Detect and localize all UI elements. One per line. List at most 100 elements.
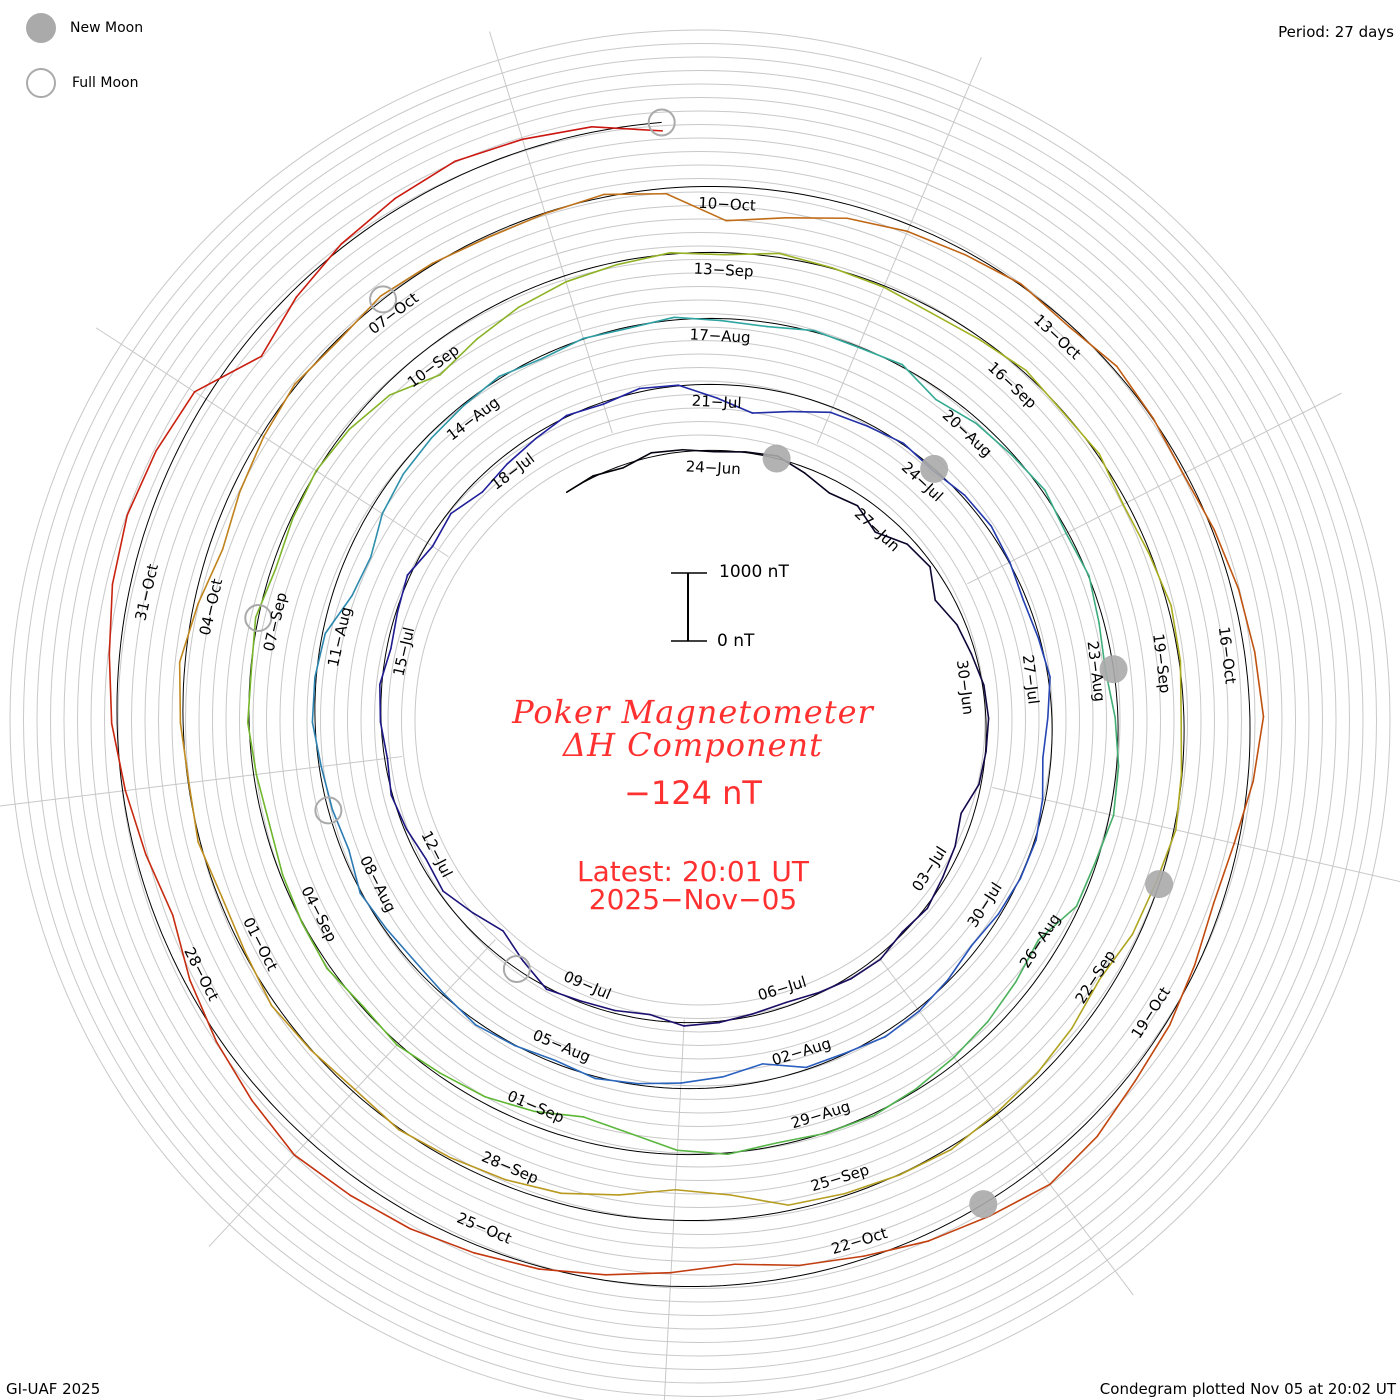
trace-segment: [188, 781, 199, 843]
trace-segment: [545, 988, 582, 1002]
trace-segment: [430, 405, 465, 440]
trace-segment: [443, 993, 477, 1026]
trace-segment: [1148, 552, 1172, 607]
trace-segment: [727, 1142, 778, 1156]
moon-markers: [244, 108, 1174, 1219]
trace-segment: [251, 1099, 296, 1156]
trace-segment: [379, 721, 389, 760]
chart-title: Poker Magnetometer ΔH Component: [0, 696, 1386, 762]
trace-segment: [454, 138, 524, 163]
trace-segment: [178, 603, 199, 664]
date-label: 07−Oct: [365, 289, 422, 338]
grid-radial-line: [489, 31, 613, 434]
trace-segment: [975, 422, 1013, 456]
legend-new-moon-label: New Moon: [70, 20, 144, 36]
grid-ring: [36, 56, 1364, 1384]
trace-segment: [439, 1072, 487, 1098]
trace-segment: [1098, 453, 1124, 506]
trace-segment: [124, 789, 147, 856]
trace-segment: [813, 329, 860, 349]
trace-segment: [995, 1072, 1038, 1114]
grid-radial-line: [208, 939, 496, 1247]
trace-segment: [402, 437, 432, 475]
trace-segment: [670, 1263, 736, 1274]
date-label: 19−Sep: [1149, 632, 1174, 694]
trace-segment: [565, 475, 594, 494]
trace-segment: [291, 469, 317, 520]
trace-segment: [414, 960, 446, 996]
trace-segment: [1061, 411, 1101, 455]
trace-segment: [1193, 902, 1215, 966]
date-label: 25−Oct: [454, 1209, 514, 1248]
date-label: 27−Jul: [1019, 654, 1043, 706]
trace-segment: [879, 931, 904, 961]
trace-segment: [1175, 772, 1183, 831]
trace-segment: [474, 1024, 516, 1047]
grid-ring: [23, 43, 1377, 1397]
grid-ring: [306, 326, 1094, 1114]
trace-segment: [941, 845, 956, 879]
trace-segment: [971, 913, 1000, 947]
date-label: 07−Sep: [260, 591, 291, 653]
trace-segment: [776, 1132, 828, 1144]
scale-top-label: 1000 nT: [719, 562, 789, 582]
trace-segment: [960, 783, 980, 815]
trace-segment: [720, 319, 768, 328]
trace-segment: [354, 1088, 400, 1131]
grid-ring: [90, 110, 1310, 1330]
trace-segment: [990, 525, 1011, 563]
trace-segment: [680, 1076, 724, 1084]
trace-segment: [1037, 636, 1051, 678]
trace-segment: [197, 841, 223, 898]
grid-radial-line: [663, 1019, 685, 1400]
trace-segment: [281, 873, 303, 924]
scale-bar: [671, 572, 707, 642]
trace-segment: [215, 1041, 253, 1102]
trace-segment: [1065, 532, 1090, 577]
trace-segment: [1066, 324, 1118, 367]
grid-ring: [50, 70, 1350, 1370]
trace-segment: [1071, 978, 1101, 1030]
full-moon-marker: [314, 796, 343, 825]
trace-segment: [950, 1112, 998, 1151]
trace-segment: [637, 1082, 682, 1085]
grid-ring: [117, 137, 1283, 1303]
trace-segment: [766, 325, 815, 332]
trace-segment: [665, 192, 727, 222]
trace-segment: [906, 230, 966, 256]
trace-segment: [1182, 473, 1215, 531]
trace-segment: [857, 346, 904, 366]
trace-segment: [616, 252, 671, 266]
trace-segment: [311, 676, 316, 724]
date-label: 01−Oct: [239, 914, 281, 974]
trace-segment: [1112, 765, 1120, 817]
trace-segment: [638, 384, 680, 390]
trace-segment: [238, 435, 265, 493]
latest-timestamp: Latest: 20:01 UT 2025−Nov−05: [0, 858, 1386, 914]
trace-segment: [481, 463, 508, 493]
grid-ring: [198, 218, 1202, 1222]
full-moon-marker: [647, 108, 676, 137]
trace-segment: [320, 765, 334, 811]
trace-segment: [145, 853, 174, 917]
trace-segment: [155, 391, 196, 452]
trace-segment: [1036, 1027, 1073, 1075]
trace-segment: [850, 958, 882, 980]
grid-ring: [320, 340, 1080, 1100]
grid-ring: [293, 313, 1107, 1127]
date-label: 06−Jul: [756, 973, 809, 1005]
trace-segment: [351, 556, 372, 597]
trace-segment: [246, 721, 258, 776]
trace-segment: [1075, 860, 1097, 908]
date-label: 17−Aug: [689, 325, 751, 346]
trace-segment: [442, 890, 474, 914]
grid-ring: [266, 286, 1134, 1154]
trace-segment: [627, 316, 675, 330]
trace-segment: [518, 281, 567, 308]
trace-segment: [1096, 1080, 1137, 1138]
trace-segment: [681, 448, 715, 453]
trace-segment: [628, 1132, 679, 1152]
trace-segment: [1213, 528, 1240, 590]
trace-segment: [565, 403, 605, 417]
trace-segment: [602, 387, 641, 405]
